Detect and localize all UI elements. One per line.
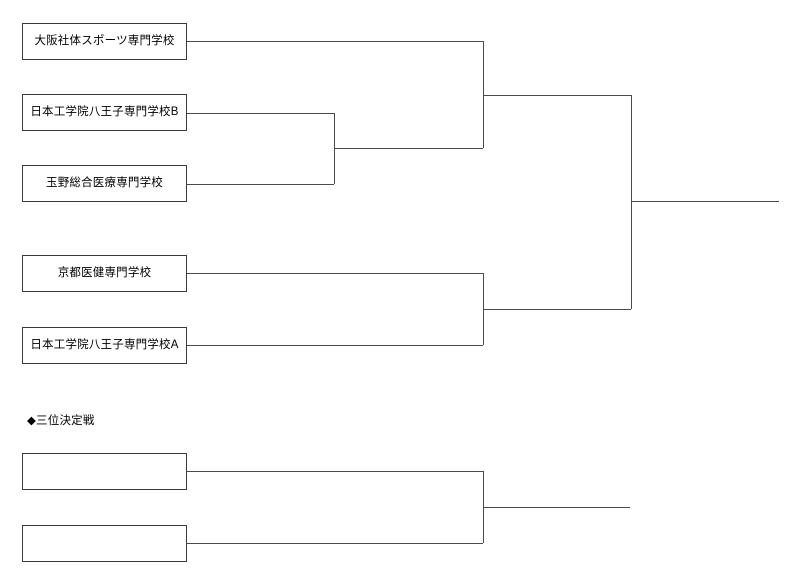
- connector-semifinal-lower-to-final: [483, 309, 631, 310]
- team-box-5[interactable]: 日本工学院八王子専門学校A: [22, 327, 187, 364]
- connector-third-place-winner: [483, 507, 630, 508]
- merge-semifinal-upper: [483, 41, 484, 148]
- team-label-5: 日本工学院八王子専門学校A: [30, 339, 179, 352]
- connector-semifinal-upper-to-final: [483, 95, 631, 96]
- connector-team2-to-round1: [187, 113, 334, 114]
- connector-team5-to-semifinal: [187, 345, 483, 346]
- third-place-slot-2[interactable]: [22, 525, 187, 562]
- merge-final: [631, 95, 632, 309]
- connector-team4-to-semifinal: [187, 273, 483, 274]
- team-box-4[interactable]: 京都医健専門学校: [22, 255, 187, 292]
- connector-round1-winner-to-semifinal: [334, 148, 483, 149]
- team-box-1[interactable]: 大阪社体スポーツ専門学校: [22, 23, 187, 60]
- third-place-slot-1[interactable]: [22, 453, 187, 490]
- team-label-3: 玉野総合医療専門学校: [46, 177, 163, 190]
- connector-third-slot2-to-merge: [187, 543, 483, 544]
- team-label-2: 日本工学院八王子専門学校B: [30, 106, 179, 119]
- third-place-heading: ◆三位決定戦: [27, 415, 95, 427]
- connector-team1-to-semifinal: [187, 41, 483, 42]
- team-box-2[interactable]: 日本工学院八王子専門学校B: [22, 94, 187, 131]
- team-box-3[interactable]: 玉野総合医療専門学校: [22, 165, 187, 202]
- team-label-4: 京都医健専門学校: [57, 267, 152, 280]
- team-label-1: 大阪社体スポーツ専門学校: [34, 35, 175, 48]
- connector-third-slot1-to-merge: [187, 471, 483, 472]
- connector-team3-to-round1: [187, 184, 334, 185]
- connector-final-to-champion: [631, 201, 779, 202]
